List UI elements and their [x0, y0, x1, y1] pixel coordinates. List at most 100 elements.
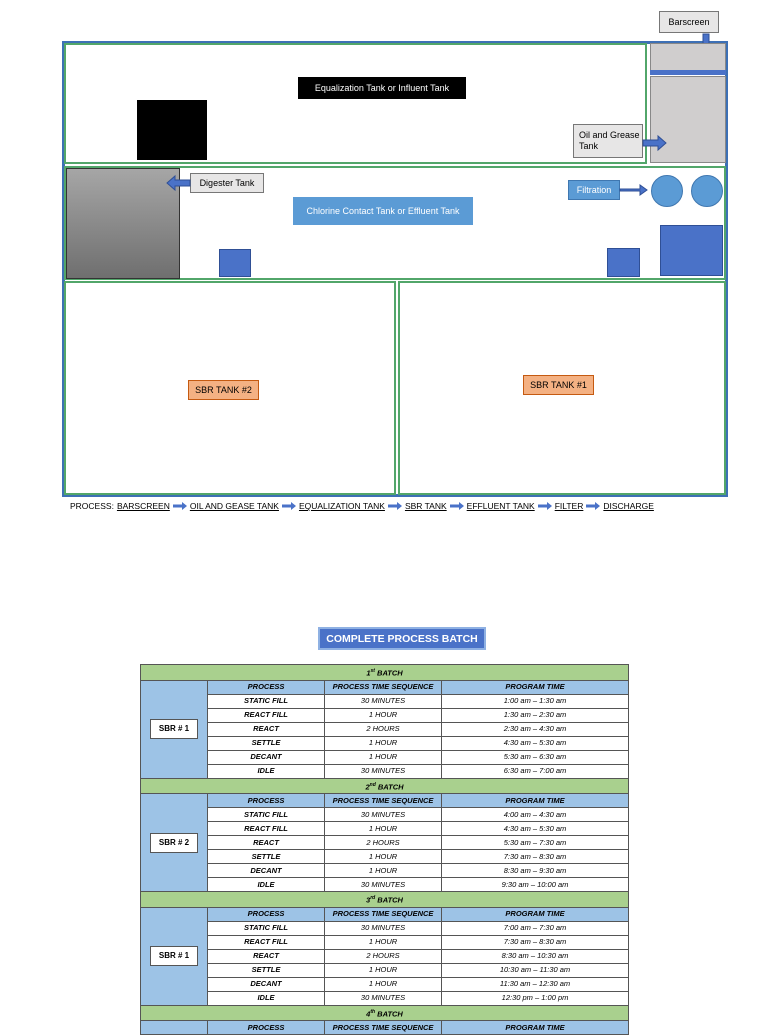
- program-time-cell: 4:00 am – 4:30 am: [440, 807, 630, 822]
- process-cell: STATIC FILL: [207, 693, 325, 709]
- time-sequence-cell: 1 HOUR: [324, 749, 442, 765]
- program-time-cell: 8:30 am – 9:30 am: [440, 863, 630, 878]
- time-sequence-cell: 30 MINUTES: [324, 763, 442, 779]
- program-time-cell: 1:30 am – 2:30 am: [440, 707, 630, 723]
- batch-header-row: 2nd BATCH: [139, 777, 630, 794]
- right-arrow-icon: [586, 502, 601, 510]
- column-header: PROGRAM TIME: [440, 679, 630, 695]
- digester-tank-label: Digester Tank: [190, 173, 264, 193]
- column-header: PROCESS: [207, 679, 325, 695]
- time-sequence-cell: 30 MINUTES: [324, 807, 442, 822]
- process-cell: SETTLE: [207, 962, 325, 978]
- program-time-cell: 4:30 am – 5:30 am: [440, 821, 630, 836]
- program-time-cell: 7:30 am – 8:30 am: [440, 849, 630, 864]
- digester-tank-area: [66, 168, 180, 279]
- right-arrow-icon: [619, 184, 648, 196]
- right-arrow-icon: [281, 502, 296, 510]
- left-arrow-icon: [166, 174, 191, 192]
- column-header: PROCESS: [207, 1020, 325, 1035]
- column-header: PROCESS: [207, 906, 325, 922]
- batch-title: 4th BATCH: [139, 1004, 630, 1021]
- right-arrow-icon: [449, 502, 464, 510]
- column-header: PROGRAM TIME: [440, 793, 630, 808]
- right-arrow-icon: [642, 134, 667, 152]
- program-time-cell: 1:00 am – 1:30 am: [440, 693, 630, 709]
- oil-grease-tank-label: Oil and Grease Tank: [573, 124, 643, 158]
- process-cell: REACT FILL: [207, 934, 325, 950]
- program-time-cell: 2:30 am – 4:30 am: [440, 721, 630, 737]
- filtration-label: Filtration: [568, 180, 620, 200]
- right-arrow-icon: [537, 502, 552, 510]
- sbr-cell: [140, 1020, 208, 1035]
- time-sequence-cell: 1 HOUR: [324, 735, 442, 751]
- pump-block: [219, 249, 251, 277]
- program-time-cell: 9:30 am – 10:00 am: [440, 877, 630, 892]
- process-cell: DECANT: [207, 976, 325, 992]
- chlorine-tank-label: Chlorine Contact Tank or Effluent Tank: [293, 197, 473, 225]
- time-sequence-cell: 2 HOURS: [324, 721, 442, 737]
- program-time-cell: 4:30 am – 5:30 am: [440, 735, 630, 751]
- sbr-label: SBR # 1: [149, 946, 199, 966]
- process-cell: IDLE: [207, 763, 325, 779]
- time-sequence-cell: 2 HOURS: [324, 835, 442, 850]
- process-step: EQUALIZATION TANK: [298, 501, 385, 511]
- program-time-cell: 10:30 am – 11:30 am: [440, 962, 630, 978]
- equalization-tank-label: Equalization Tank or Influent Tank: [298, 77, 466, 99]
- time-sequence-cell: 1 HOUR: [324, 863, 442, 878]
- program-time-cell: 7:30 am – 8:30 am: [440, 934, 630, 950]
- pump-block: [607, 248, 640, 277]
- process-step: BARSCREEN: [116, 501, 170, 511]
- channel-divider: [650, 70, 726, 75]
- sbr-label: SBR # 2: [149, 832, 199, 853]
- time-sequence-cell: 1 HOUR: [324, 962, 442, 978]
- program-time-cell: 5:30 am – 7:30 am: [440, 835, 630, 850]
- process-cell: REACT: [207, 948, 325, 964]
- process-cell: REACT FILL: [207, 821, 325, 836]
- process-cell: SETTLE: [207, 849, 325, 864]
- program-time-cell: 6:30 am – 7:00 am: [440, 763, 630, 779]
- program-time-cell: 12:30 pm – 1:00 pm: [440, 990, 630, 1006]
- column-header: PROCESS TIME SEQUENCE: [324, 906, 442, 922]
- barscreen-channel: [650, 43, 726, 71]
- time-sequence-cell: 2 HOURS: [324, 948, 442, 964]
- column-header: PROGRAM TIME: [440, 906, 630, 922]
- column-header: PROCESS TIME SEQUENCE: [324, 679, 442, 695]
- process-cell: IDLE: [207, 990, 325, 1006]
- process-cell: IDLE: [207, 877, 325, 892]
- barscreen-label: Barscreen: [659, 11, 719, 33]
- table-title: COMPLETE PROCESS BATCH: [318, 627, 486, 650]
- time-sequence-cell: 1 HOUR: [324, 976, 442, 992]
- program-time-cell: 7:00 am – 7:30 am: [440, 920, 630, 936]
- process-step: SBR TANK: [404, 501, 447, 511]
- batch-header-row: 1st BATCH: [139, 664, 630, 681]
- sbr-label: SBR # 1: [149, 719, 199, 739]
- sbr-cell: SBR # 1: [140, 679, 208, 779]
- batch-header-row: 3rd BATCH: [139, 891, 630, 908]
- time-sequence-cell: 1 HOUR: [324, 934, 442, 950]
- process-step: OIL AND GEASE TANK: [189, 501, 279, 511]
- program-time-cell: 5:30 am – 6:30 am: [440, 749, 630, 765]
- batch-title: 2nd BATCH: [139, 777, 630, 794]
- process-cell: STATIC FILL: [207, 807, 325, 822]
- sbr-tank-1-area: [398, 281, 726, 495]
- column-header: PROGRAM TIME: [440, 1020, 630, 1035]
- time-sequence-cell: 1 HOUR: [324, 849, 442, 864]
- sbr-tank-1-label: SBR TANK #1: [523, 375, 594, 395]
- process-cell: REACT: [207, 835, 325, 850]
- time-sequence-cell: 30 MINUTES: [324, 693, 442, 709]
